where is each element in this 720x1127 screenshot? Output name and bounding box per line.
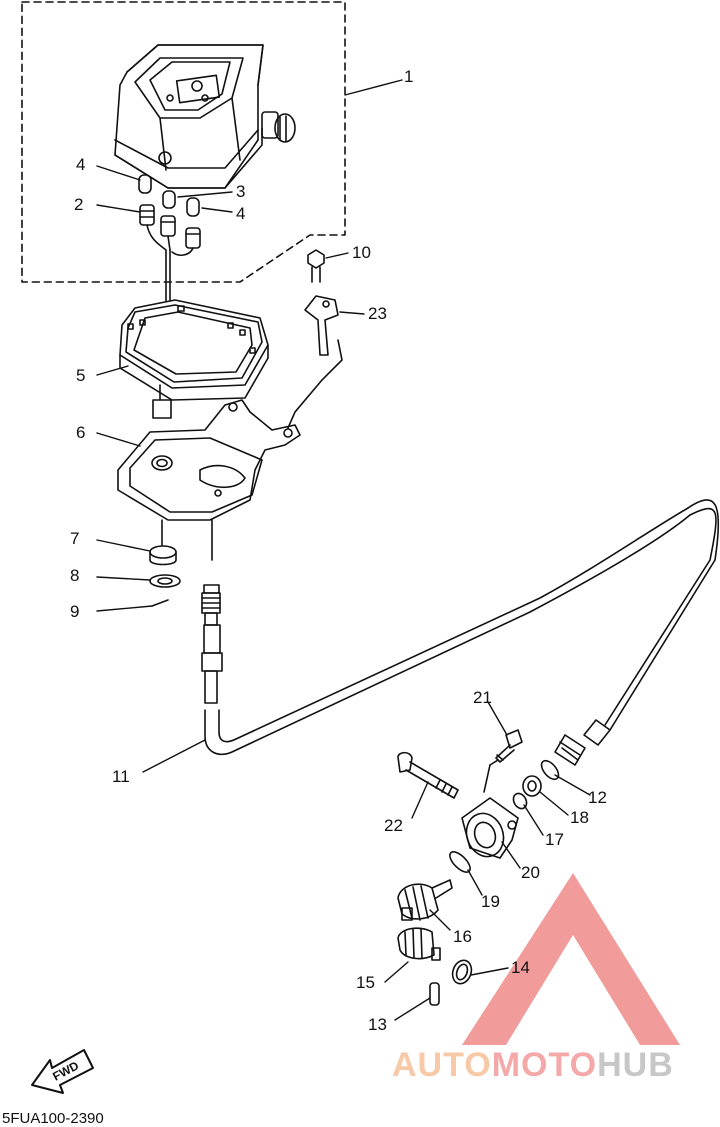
callout-18: 18 — [570, 808, 589, 827]
callout-9: 9 — [70, 602, 80, 621]
callout-23: 23 — [368, 304, 387, 323]
callout-19: 19 — [481, 892, 500, 911]
callout-1: 1 — [404, 67, 414, 86]
watermark-logo — [462, 873, 680, 1045]
callout-20: 20 — [521, 863, 540, 882]
callout-16: 16 — [453, 927, 472, 946]
grommet-washer-pin — [149, 545, 181, 607]
watermark-part-auto: AUTO — [392, 1046, 492, 1084]
watermark-text: AUTOMOTOHUB — [392, 1046, 674, 1085]
callout-11: 11 — [112, 767, 130, 786]
callout-13: 13 — [368, 1015, 387, 1034]
drive-gears — [397, 851, 473, 1006]
meter-assembly-outline — [21, 1, 346, 283]
gear-housing-bolts — [397, 729, 523, 799]
callout-15: 15 — [356, 973, 375, 992]
document-code: 5FUA100-2390 — [2, 1110, 104, 1127]
callout-12: 12 — [588, 788, 607, 807]
callout-4: 4 — [76, 155, 86, 174]
callout-14: 14 — [511, 958, 530, 977]
watermark-part-moto: MOTO — [491, 1046, 598, 1084]
callout-22: 22 — [384, 816, 403, 835]
speedometer-cable — [201, 499, 720, 766]
fwd-arrow-icon — [31, 1049, 94, 1094]
callout-5: 5 — [76, 366, 86, 385]
callout-17: 17 — [545, 830, 564, 849]
bulb-sockets — [138, 174, 201, 346]
meter-cover — [119, 299, 269, 419]
callout-7: 7 — [70, 529, 80, 548]
callout-4: 4 — [236, 204, 246, 223]
callout-6: 6 — [76, 423, 86, 442]
meter-bracket — [117, 399, 301, 561]
leader-lines — [96, 79, 591, 1021]
speedometer-gear-housing — [461, 759, 519, 859]
callout-3: 3 — [236, 182, 246, 201]
bolt-and-stay — [287, 249, 343, 429]
speedometer — [114, 44, 296, 189]
callout-2: 2 — [74, 195, 84, 214]
cable-end-seals — [512, 759, 560, 810]
watermark-part-hub: HUB — [597, 1046, 674, 1084]
callout-21: 21 — [473, 688, 492, 707]
callout-8: 8 — [70, 566, 80, 585]
callout-10: 10 — [352, 243, 371, 262]
